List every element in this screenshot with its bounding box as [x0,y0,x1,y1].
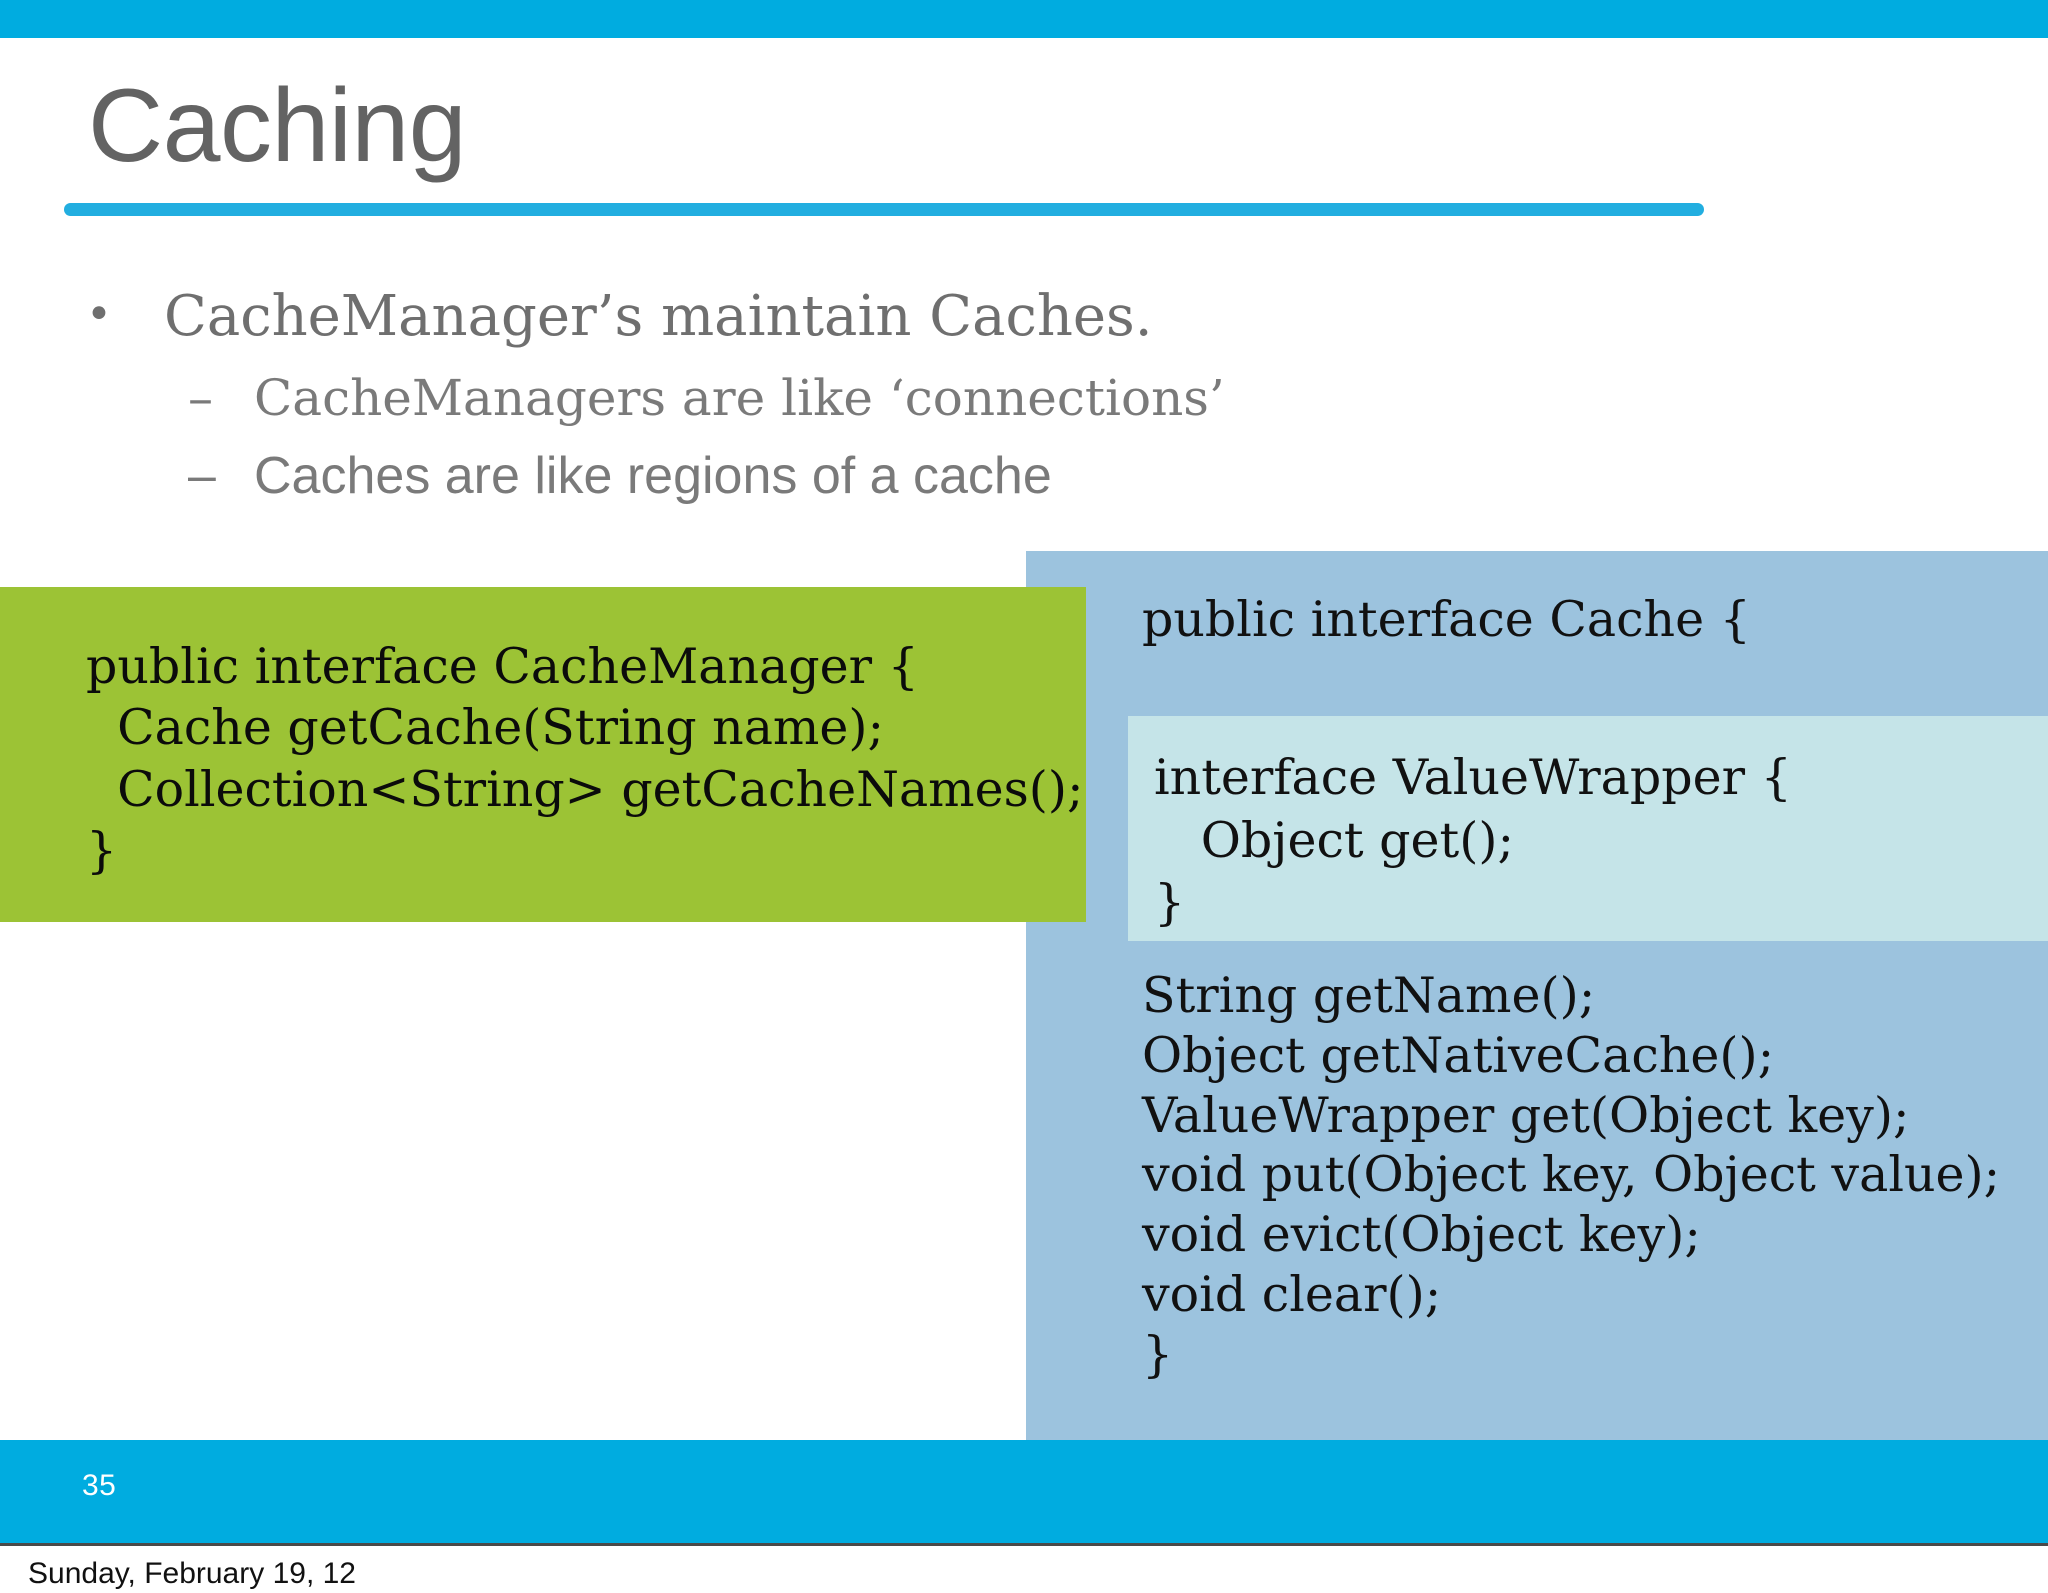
bullet-marker-dash: – [188,368,213,427]
value-wrapper-box: interface ValueWrapper { Object get(); } [1128,716,2048,941]
cache-manager-box: public interface CacheManager { Cache ge… [0,587,1086,922]
cache-interface-panel: public interface Cache { interface Value… [1026,551,2048,1543]
bullet-level2-text-regions: Caches are like regions of a cache [254,446,1052,505]
bullet-level2-regions: – Caches are like regions of a cache [0,443,1500,511]
cache-interface-declaration: public interface Cache { [1142,591,1751,648]
cache-methods-code: String getName(); Object getNativeCache(… [1142,967,2001,1383]
bullet-list: • CacheManager’s maintain Caches. – Cach… [0,280,1500,511]
footer-date: Sunday, February 19, 12 [28,1557,356,1590]
slide-number: 35 [82,1469,117,1502]
top-accent-bar [0,0,2048,38]
bullet-level2-text-connections: CacheManagers are like ‘connections’ [254,368,1225,427]
bottom-accent-bar [0,1440,2048,1543]
page-title: Caching [88,68,467,184]
bullet-level1: • CacheManager’s maintain Caches. [0,280,1500,354]
slide-canvas: Caching • CacheManager’s maintain Caches… [0,0,2048,1546]
bullet-marker-dash: – [188,446,216,503]
bullet-level2-connections: – CacheManagers are like ‘connections’ [0,366,1500,431]
title-underline-rule [64,203,1704,216]
bullet-marker-dot: • [86,289,112,340]
value-wrapper-code: interface ValueWrapper { Object get(); } [1154,749,1792,932]
bullet-level1-text: CacheManager’s maintain Caches. [164,284,1153,349]
cache-manager-code: public interface CacheManager { Cache ge… [86,638,1084,879]
